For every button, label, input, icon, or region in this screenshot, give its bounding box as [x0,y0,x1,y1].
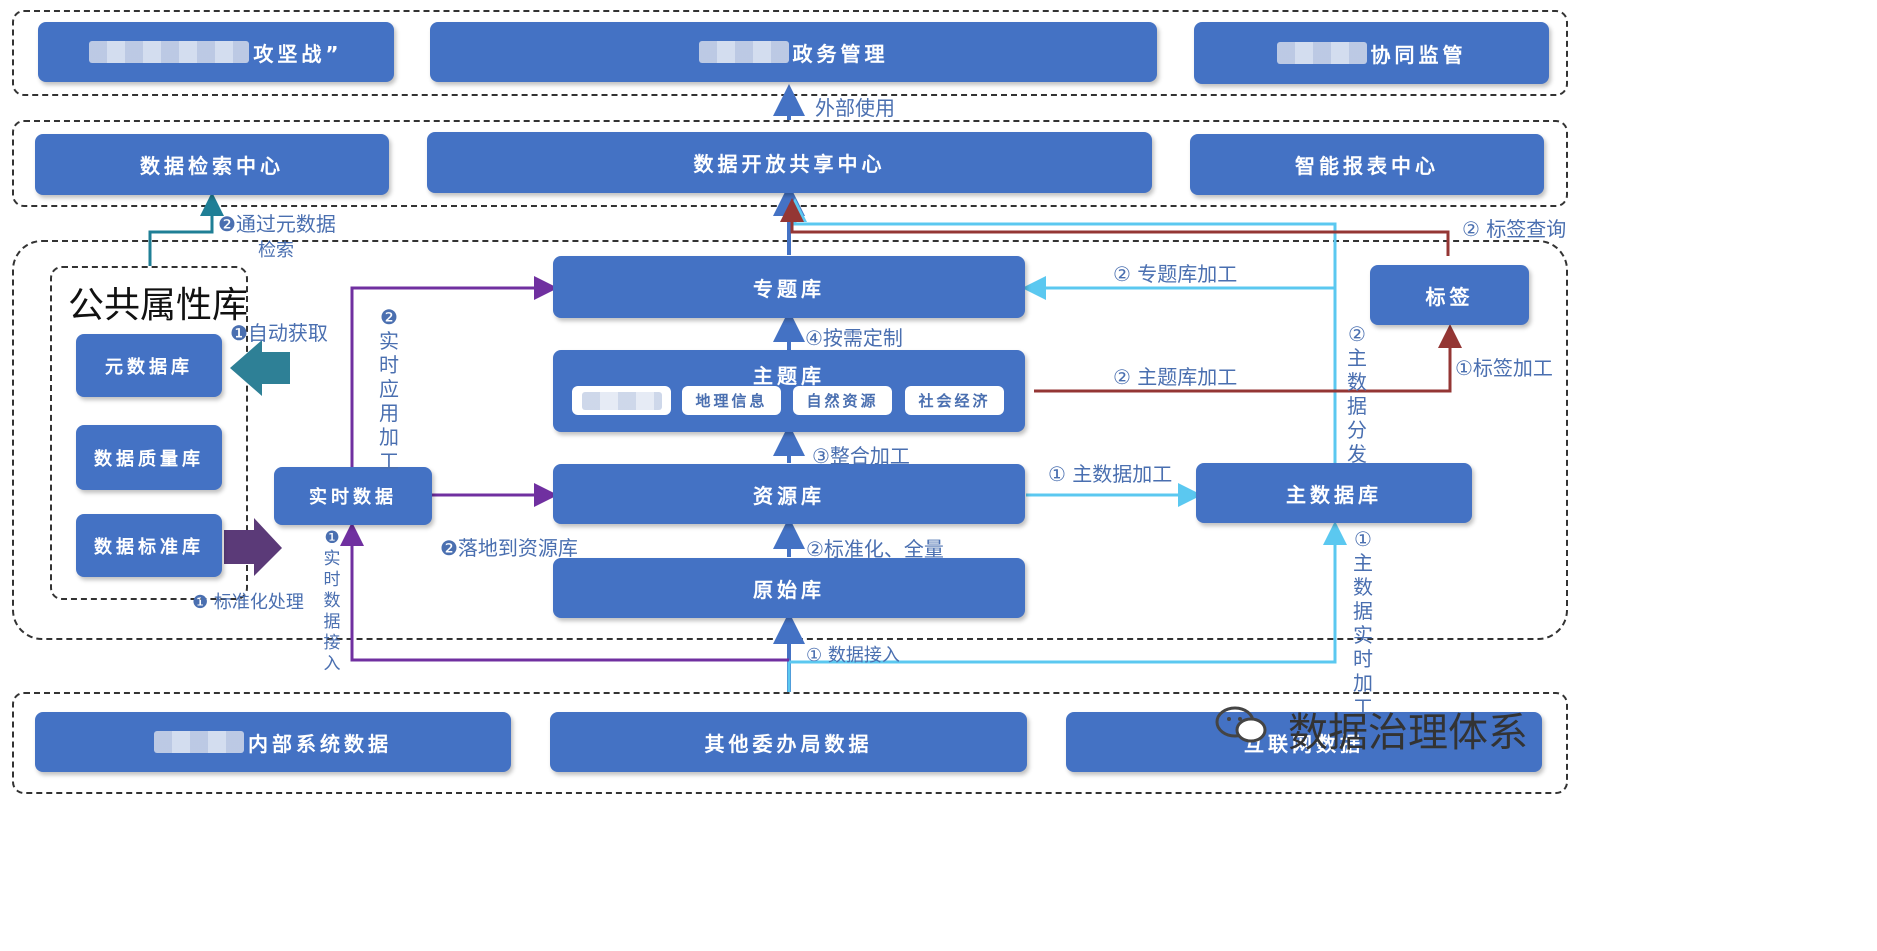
label-realtime-ingest: ❶实时数据接入 [323,528,341,674]
theme-sub-blurred [572,386,671,415]
data-search-center: 数据检索中心 [35,134,389,195]
master-data-library: 主数据库 [1196,463,1472,523]
big-arrow-standardize [224,518,282,576]
topic-library: 专题库 [553,256,1025,318]
flow-meta-search [148,192,224,266]
label-topic-process: ② 专题库加工 [1113,262,1238,286]
theme-sub-social: 社会经济 [905,386,1004,415]
blurred-text [1276,42,1367,64]
label-data-ingest: ① 数据接入 [806,645,900,666]
theme-library-label: 主题库 [753,364,825,388]
other-bureau-data: 其他委办局数据 [550,712,1027,772]
flow-tag-process [1034,324,1462,393]
data-open-share-center: 数据开放共享中心 [427,132,1152,193]
metadata-library: 元数据库 [76,334,222,397]
tag-library: 标签 [1370,265,1529,325]
label-on-demand: ④按需定制 [805,326,903,350]
internal-system-data: 内部系统数据 [35,712,511,772]
raw-library: 原始库 [553,558,1025,618]
big-arrow-auto-fetch [230,340,290,396]
blurred-text [698,41,789,63]
blurred-text [154,731,244,753]
data-quality-library: 数据质量库 [76,425,222,490]
label-master-process: ① 主数据加工 [1048,462,1173,486]
label-std-process: ❶ 标准化处理 [192,592,304,613]
top-box-3: 协同监管 [1194,22,1549,84]
label-standardize-full: ②标准化、全量 [806,537,944,561]
wechat-icon [1215,704,1269,744]
label-master-realtime: ①主数据实时加工 [1353,527,1373,719]
label-external-use: 外部使用 [815,96,895,120]
theme-sub-geo: 地理信息 [682,386,781,415]
smart-report-center: 智能报表中心 [1190,134,1544,195]
label-auto-fetch: ❶自动获取 [230,321,328,345]
internet-data: 互联网数据 [1066,712,1542,772]
public-attr-frame [50,266,248,600]
watermark-text: 数据治理体系 [1288,710,1528,756]
label-theme-process: ② 主题库加工 [1113,365,1238,389]
label-integrate: ③整合加工 [812,444,910,468]
flow-realtime-ingest [340,522,789,662]
flow-tag-query [780,198,1450,256]
label-master-distribute: ②主数据分发 [1347,322,1367,466]
label-tag-process: ①标签加工 [1455,356,1553,380]
flow-master-ingest [787,521,1347,692]
label-meta-search-2: 检索 [258,240,294,261]
resource-library: 资源库 [553,464,1025,524]
top-box-2: 政务管理 [430,22,1157,82]
top-box-1: 攻坚战” [38,22,394,82]
label-land-resource: ❷落地到资源库 [440,536,578,560]
source-layer-frame [12,692,1568,794]
flow-realtime-app [350,276,558,467]
label-tag-query: ② 标签查询 [1462,217,1567,241]
blurred-text [581,391,662,410]
blurred-text [89,41,250,63]
public-attr-title: 公共属性库 [68,285,249,326]
label-realtime-app: ❷实时应用加工 [379,305,399,473]
realtime-data: 实时数据 [274,467,432,525]
theme-sub-natural: 自然资源 [793,386,892,415]
data-standard-library: 数据标准库 [76,514,222,577]
label-meta-search-1: ❷通过元数据 [218,212,336,236]
theme-library: 主题库 [553,350,1025,432]
